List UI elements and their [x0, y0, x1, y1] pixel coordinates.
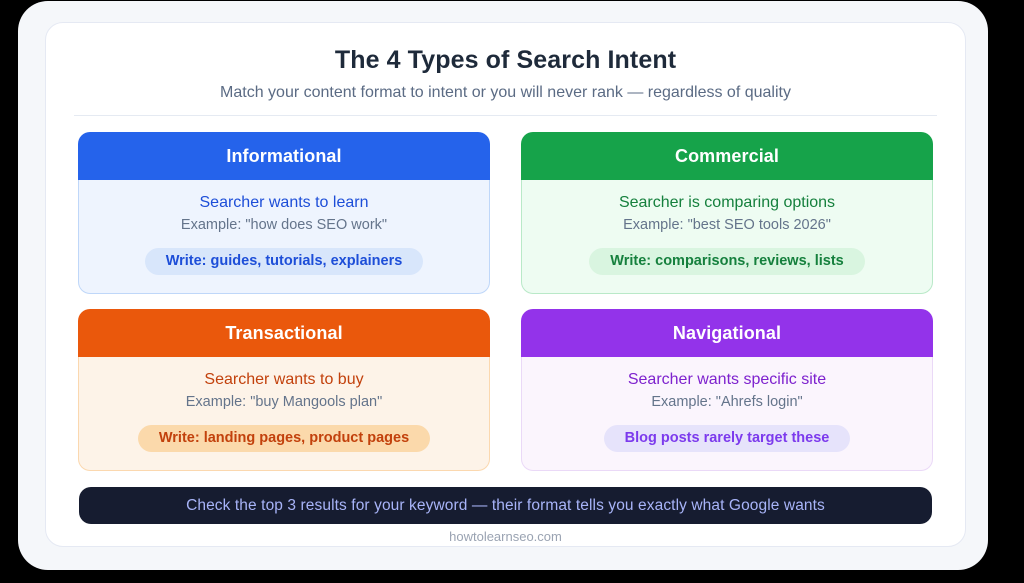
card-example: Example: "buy Mangools plan": [185, 394, 383, 410]
takeaway-banner-text: Check the top 3 results for your keyword…: [186, 496, 825, 514]
card-header: Commercial: [521, 132, 933, 180]
card-body: Searcher is comparing options Example: "…: [521, 180, 933, 294]
card-title: Commercial: [674, 145, 780, 166]
card-pill: Write: comparisons, reviews, lists: [589, 248, 865, 275]
intent-cards-grid: Informational Searcher wants to learn Ex…: [78, 132, 933, 471]
card-header: Informational: [78, 132, 490, 180]
page-title: The 4 Types of Search Intent: [334, 46, 677, 74]
card-description: Searcher wants to learn: [199, 194, 369, 211]
card-example: Example: "best SEO tools 2026": [623, 217, 831, 233]
card-title: Informational: [226, 145, 342, 166]
card-pill: Blog posts rarely target these: [603, 425, 851, 452]
card-header: Transactional: [78, 309, 490, 357]
card-description: Searcher is comparing options: [618, 194, 836, 211]
card-example: Example: "how does SEO work": [180, 217, 388, 233]
card-pill: Write: landing pages, product pages: [137, 425, 431, 452]
header-divider: [74, 115, 937, 116]
intent-card-transactional: Transactional Searcher wants to buy Exam…: [78, 309, 490, 471]
card-body: Searcher wants specific site Example: "A…: [521, 357, 933, 471]
intent-card-commercial: Commercial Searcher is comparing options…: [521, 132, 933, 294]
card-body: Searcher wants to buy Example: "buy Mang…: [78, 357, 490, 471]
card-header: Navigational: [521, 309, 933, 357]
card-description: Searcher wants to buy: [204, 371, 364, 388]
page-subtitle: Match your content format to intent or y…: [220, 84, 791, 101]
card-body: Searcher wants to learn Example: "how do…: [78, 180, 490, 294]
card-example: Example: "Ahrefs login": [651, 394, 803, 410]
card-description: Searcher wants specific site: [627, 371, 827, 388]
infographic-panel: The 4 Types of Search Intent Match your …: [45, 22, 966, 547]
card-title: Transactional: [225, 322, 343, 343]
card-title: Navigational: [672, 322, 782, 343]
takeaway-banner: Check the top 3 results for your keyword…: [79, 487, 932, 524]
card-pill: Write: guides, tutorials, explainers: [144, 248, 424, 275]
intent-card-informational: Informational Searcher wants to learn Ex…: [78, 132, 490, 294]
page-background: The 4 Types of Search Intent Match your …: [18, 1, 988, 570]
intent-card-navigational: Navigational Searcher wants specific sit…: [521, 309, 933, 471]
site-attribution: howtolearnseo.com: [449, 529, 562, 544]
